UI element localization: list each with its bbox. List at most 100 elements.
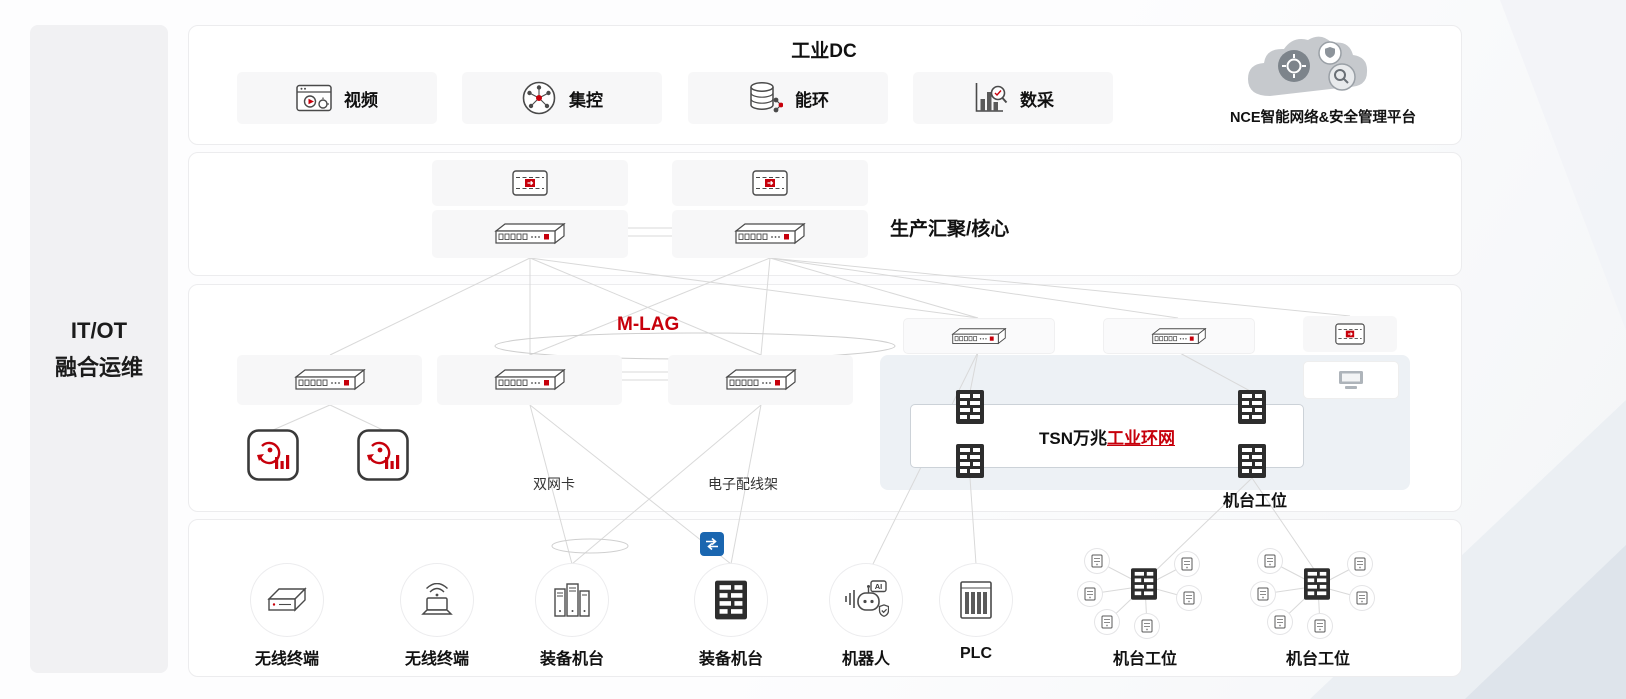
- energy-env-icon: [747, 80, 783, 116]
- station-node: [1350, 586, 1374, 610]
- dc-app-video: 视频: [237, 72, 437, 124]
- terminal-label: 机台工位: [1112, 651, 1177, 668]
- station-node: [1175, 552, 1199, 576]
- wireless-device-icon: [267, 584, 307, 616]
- video-icon: [296, 83, 332, 113]
- dc-app-video-label: 视频: [344, 90, 378, 110]
- equipment-rack-icon: [552, 581, 592, 619]
- access-switch-1: [237, 355, 422, 405]
- station-node: [1085, 549, 1109, 573]
- mini-device-icon: [1257, 587, 1269, 601]
- terminal-wireless-2: [401, 564, 473, 636]
- firewall-icon: [752, 170, 788, 196]
- terminal-label: 装备机台: [698, 651, 763, 668]
- station-cluster-icon: [1304, 568, 1330, 600]
- robot-icon: [843, 580, 889, 620]
- station-cluster-icon: [1131, 568, 1157, 600]
- station-node: [1095, 610, 1119, 634]
- mini-device-icon: [1274, 615, 1286, 629]
- station-node: [1258, 549, 1282, 573]
- station-node: [1348, 552, 1372, 576]
- core-switch-2: [672, 210, 868, 258]
- security-gateway-icon: [356, 428, 410, 482]
- dc-app-data-collection: 数采: [913, 72, 1113, 124]
- switch-icon: [951, 328, 1007, 345]
- terminal-label: PLC: [960, 645, 992, 662]
- terminal-label: 机器人: [841, 651, 890, 668]
- terminal-label: 机台工位: [1285, 651, 1350, 668]
- switch-icon: [1151, 328, 1207, 345]
- sidebar-label-line1: IT/OT: [70, 317, 128, 343]
- tsn-switch-icon: [1238, 390, 1266, 424]
- dc-app-central-control-label: 集控: [569, 90, 603, 110]
- tsn-switch-icon: [1238, 444, 1266, 478]
- firewall-icon: [1335, 323, 1365, 345]
- mlag-label: M-LAG: [617, 314, 680, 335]
- switch-icon: [294, 369, 366, 391]
- tsn-switch-icon: [956, 390, 984, 424]
- switch-icon: [494, 369, 566, 391]
- ring-switch-1: [903, 318, 1055, 354]
- edge-controller: [1303, 361, 1399, 399]
- station-node: [1078, 582, 1102, 606]
- station-node: [1268, 610, 1292, 634]
- central-control-icon: [521, 80, 557, 116]
- patch-panel-label: 电子配线架: [708, 476, 778, 492]
- core-firewall-2: [672, 160, 868, 206]
- switch-icon: [734, 223, 806, 245]
- core-firewall-1: [432, 160, 628, 206]
- tsn-label-prefix: TSN万兆: [1039, 428, 1107, 448]
- station-node: [1251, 582, 1275, 606]
- mini-device-icon: [1314, 619, 1326, 633]
- cloud-icon: [1248, 36, 1368, 96]
- dc-app-data-collection-label: 数采: [1020, 90, 1054, 110]
- security-gateway-icon: [246, 428, 300, 482]
- laptop-icon: [417, 583, 457, 617]
- ring-switch-2: [1103, 318, 1255, 354]
- plc-icon: [959, 580, 993, 620]
- server-front-icon: [715, 580, 747, 620]
- access-switch-3: [668, 355, 853, 405]
- tsn-switch-icon: [956, 444, 984, 478]
- edge-firewall: [1303, 316, 1397, 352]
- nce-cloud: [1232, 28, 1412, 106]
- mini-device-icon: [1354, 557, 1366, 571]
- dc-app-energy-env: 能环: [688, 72, 888, 124]
- mini-device-icon: [1091, 554, 1103, 568]
- mini-device-icon: [1264, 554, 1276, 568]
- dual-nic-label: 双网卡: [533, 476, 575, 492]
- industrial-dc-title: 工业DC: [791, 41, 857, 62]
- controller-icon: [1336, 369, 1366, 391]
- terminal-label: 无线终端: [254, 651, 319, 668]
- tsn-label-red: 工业环网: [1107, 428, 1175, 448]
- mini-device-icon: [1101, 615, 1113, 629]
- mini-device-icon: [1141, 619, 1153, 633]
- access-switch-2: [437, 355, 622, 405]
- terminal-wireless-1: [251, 564, 323, 636]
- sidebar-label-line2: 融合运维: [54, 355, 143, 380]
- dc-app-central-control: 集控: [462, 72, 662, 124]
- terminal-plc: [940, 564, 1012, 636]
- switch-icon: [494, 223, 566, 245]
- station-node: [1308, 614, 1332, 638]
- mini-device-icon: [1084, 587, 1096, 601]
- terminal-robot: [830, 564, 902, 636]
- mini-device-icon: [1356, 591, 1368, 605]
- dc-app-energy-env-label: 能环: [795, 90, 829, 110]
- data-collection-icon: [972, 80, 1008, 116]
- terminal-label: 无线终端: [404, 651, 469, 668]
- firewall-icon: [512, 170, 548, 196]
- switch-icon: [725, 369, 797, 391]
- mini-device-icon: [1183, 591, 1195, 605]
- machine-station-label: 机台工位: [1222, 493, 1287, 510]
- terminal-equipment-1: [536, 564, 608, 636]
- nce-platform-label: NCE智能网络&安全管理平台: [1229, 110, 1417, 126]
- core-switch-1: [432, 210, 628, 258]
- sidebar-itot-ops: IT/OT 融合运维: [30, 25, 168, 673]
- station-node: [1177, 586, 1201, 610]
- mini-device-icon: [1181, 557, 1193, 571]
- link-transfer-icon: [700, 532, 724, 556]
- terminal-label: 装备机台: [539, 651, 604, 668]
- station-node: [1135, 614, 1159, 638]
